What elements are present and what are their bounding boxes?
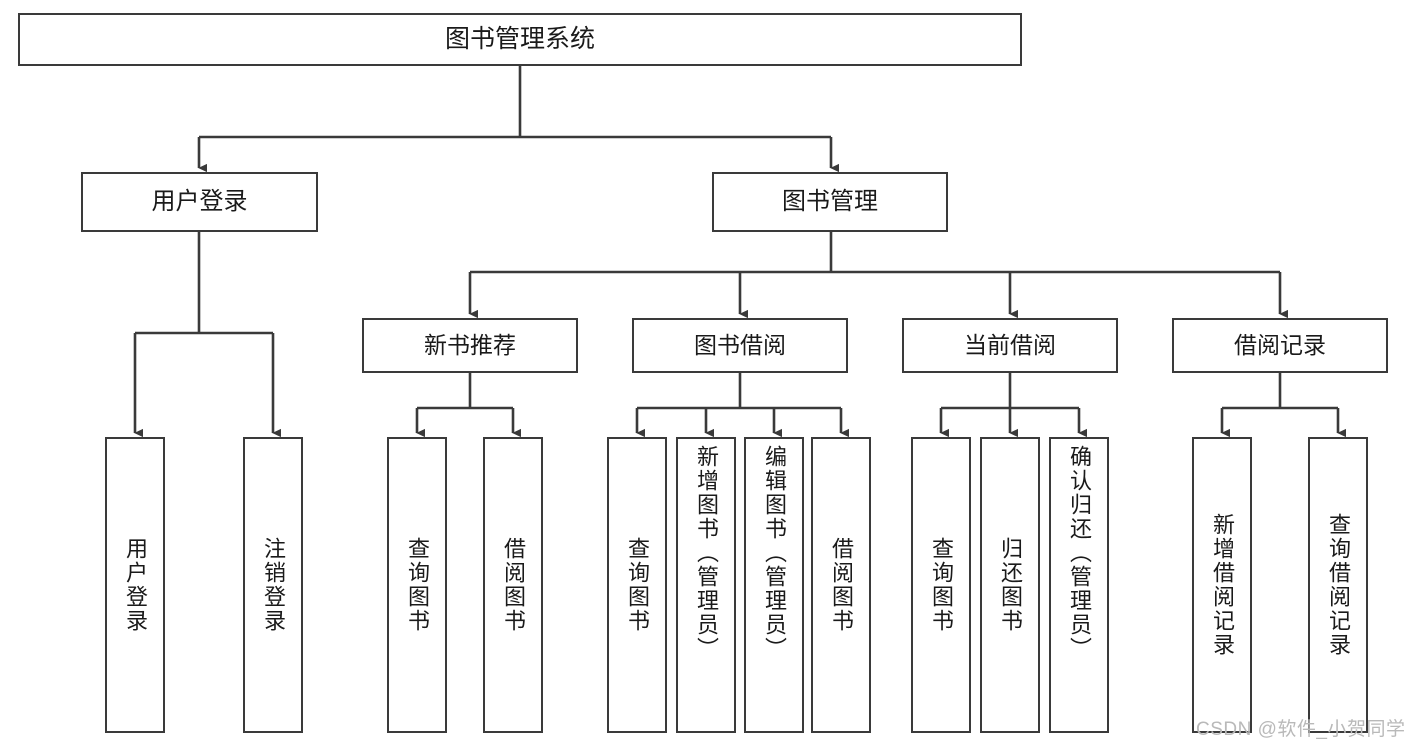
node-root-book-management-system[interactable]: 图书管理系统 <box>18 13 1022 66</box>
node-borrow-records[interactable]: 借阅记录 <box>1172 318 1388 373</box>
leaf-label: 注销登录 <box>261 537 286 633</box>
leaf-label: 查询图书 <box>929 537 954 633</box>
leaf-new-book-query-book[interactable]: 查询图书 <box>387 437 447 733</box>
node-borrow-records-label: 借阅记录 <box>1234 331 1326 358</box>
leaf-label: 新增借阅记录 <box>1210 513 1235 657</box>
leaf-user-login-logout[interactable]: 注销登录 <box>243 437 303 733</box>
leaf-book-borrow-query-book[interactable]: 查询图书 <box>607 437 667 733</box>
leaf-current-borrow-confirm-return-admin[interactable]: 确认归还（管理员） <box>1049 437 1109 733</box>
node-book-borrow-label: 图书借阅 <box>694 331 786 358</box>
node-new-book-recommend-label: 新书推荐 <box>424 331 516 358</box>
leaf-current-borrow-return-book[interactable]: 归还图书 <box>980 437 1040 733</box>
leaf-borrow-records-query-record[interactable]: 查询借阅记录 <box>1308 437 1368 733</box>
node-root-label: 图书管理系统 <box>444 24 595 53</box>
leaf-user-login-login[interactable]: 用户登录 <box>105 437 165 733</box>
leaf-book-borrow-edit-book-admin[interactable]: 编辑图书（管理员） <box>744 437 804 733</box>
watermark-csdn: CSDN @软件_小贺同学 <box>1196 719 1405 740</box>
node-user-login-label: 用户登录 <box>151 187 248 215</box>
leaf-label: 查询图书 <box>625 537 650 633</box>
node-current-borrow[interactable]: 当前借阅 <box>902 318 1118 373</box>
leaf-label: 确认归还（管理员） <box>1067 445 1092 661</box>
node-user-login[interactable]: 用户登录 <box>81 172 318 232</box>
node-book-borrow[interactable]: 图书借阅 <box>632 318 848 373</box>
node-new-book-recommend[interactable]: 新书推荐 <box>362 318 578 373</box>
node-current-borrow-label: 当前借阅 <box>964 331 1056 358</box>
leaf-book-borrow-borrow-book[interactable]: 借阅图书 <box>811 437 871 733</box>
leaf-label: 归还图书 <box>998 537 1023 633</box>
leaf-label: 新增图书（管理员） <box>694 445 719 661</box>
leaf-label: 借阅图书 <box>829 537 854 633</box>
leaf-label: 查询借阅记录 <box>1326 513 1351 657</box>
leaf-label: 借阅图书 <box>501 537 526 633</box>
leaf-current-borrow-query-book[interactable]: 查询图书 <box>911 437 971 733</box>
leaf-borrow-records-add-record[interactable]: 新增借阅记录 <box>1192 437 1252 733</box>
leaf-label: 用户登录 <box>123 537 148 633</box>
leaf-book-borrow-add-book-admin[interactable]: 新增图书（管理员） <box>676 437 736 733</box>
leaf-label: 查询图书 <box>405 537 430 633</box>
leaf-label: 编辑图书（管理员） <box>762 445 787 661</box>
node-book-management[interactable]: 图书管理 <box>712 172 948 232</box>
node-book-management-label: 图书管理 <box>782 187 878 215</box>
leaf-new-book-borrow-book[interactable]: 借阅图书 <box>483 437 543 733</box>
